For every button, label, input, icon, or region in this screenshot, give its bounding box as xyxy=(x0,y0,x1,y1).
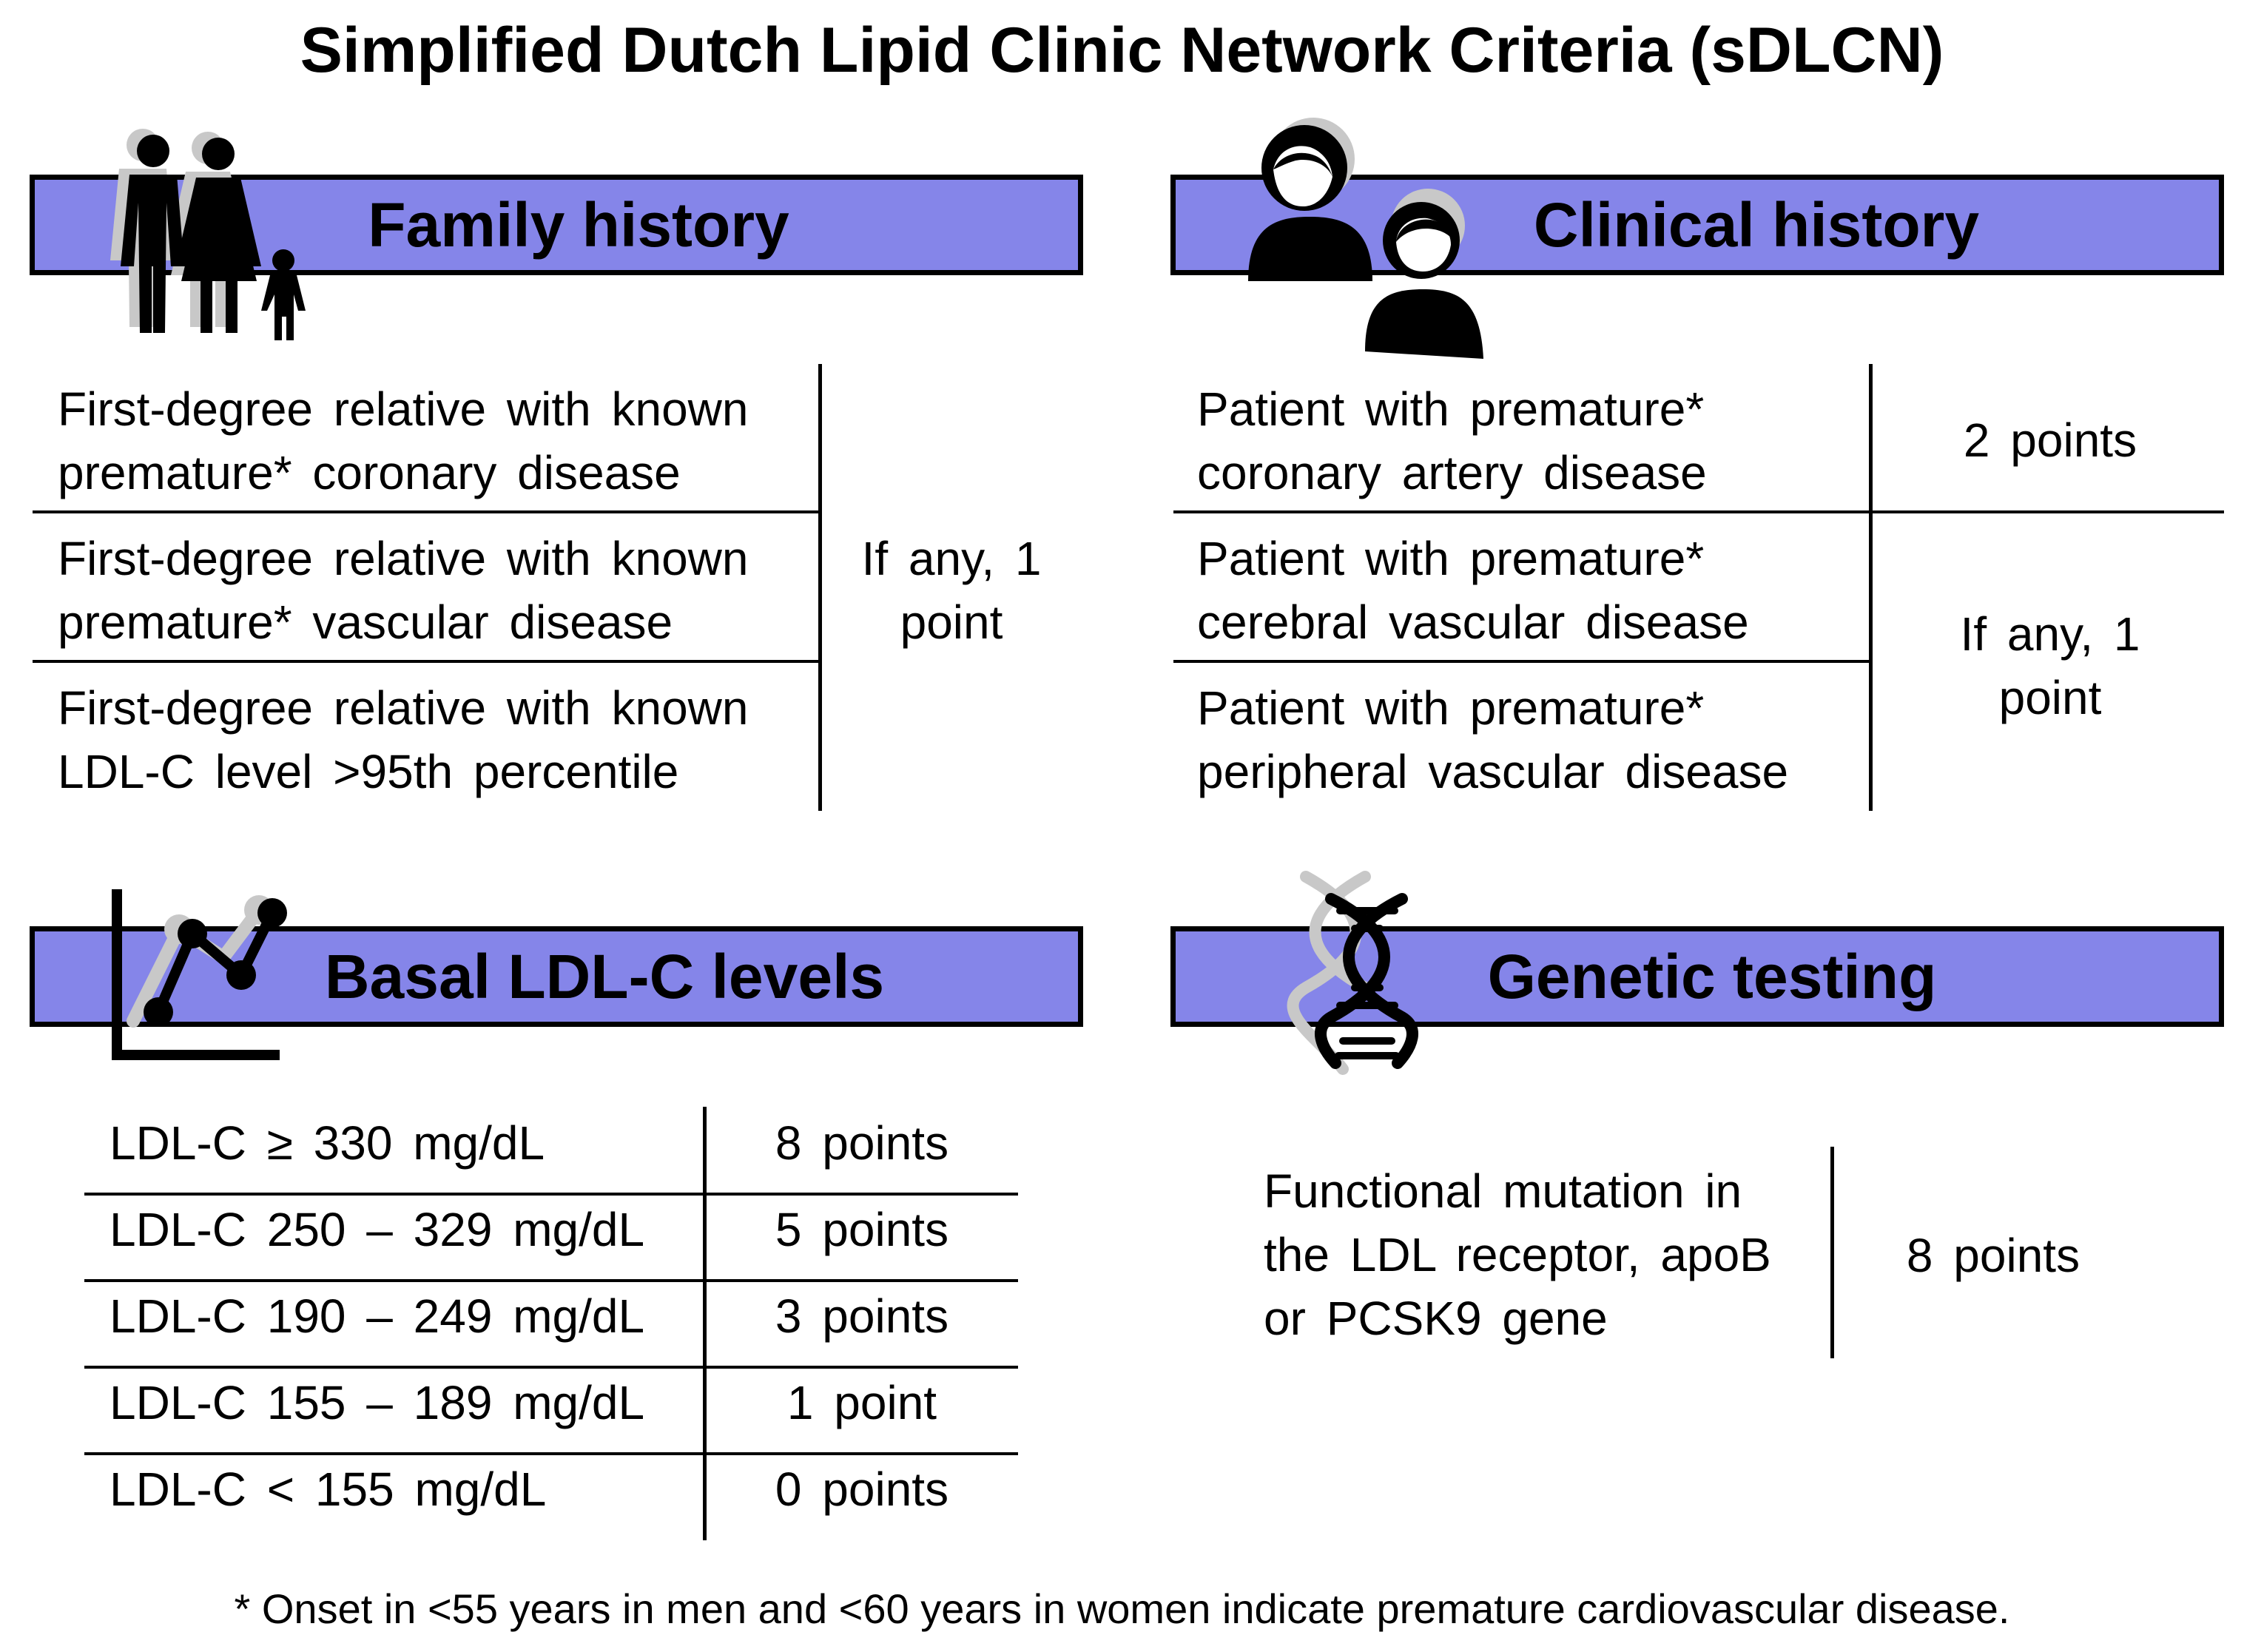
genetic-points: 8 points xyxy=(1906,1229,2080,1282)
clinical-divider-2 xyxy=(1173,660,1872,663)
clinical-divider-1 xyxy=(1173,510,2224,513)
clinical-row-3: Patient with premature* peripheral vascu… xyxy=(1197,676,1878,803)
ldl-row-5-label: LDL-C < 155 mg/dL xyxy=(109,1463,547,1516)
line-chart-icon xyxy=(112,889,287,1060)
family-divider-1 xyxy=(33,510,821,513)
clinical-score-bottom-line-2: point xyxy=(1998,671,2102,724)
dna-icon xyxy=(1287,871,1418,1075)
ldl-divider-4 xyxy=(84,1452,1018,1455)
clinical-row-3-line-2: peripheral vascular disease xyxy=(1197,745,1789,798)
genetic-testing-heading: Genetic testing xyxy=(1487,942,1937,1011)
family-row-1-line-2: premature* coronary disease xyxy=(58,446,681,499)
genetic-description-line-1: Functional mutation in xyxy=(1264,1164,1742,1218)
footnote: * Onset in <55 years in men and <60 year… xyxy=(234,1585,2010,1632)
clinical-column-divider xyxy=(1869,364,1873,811)
clinical-score-top: 2 points xyxy=(1963,414,2137,467)
clinical-row-2: Patient with premature* cerebral vascula… xyxy=(1197,527,1878,654)
genetic-description: Functional mutation in the LDL receptor,… xyxy=(1264,1159,1826,1350)
ldl-column-divider xyxy=(703,1107,707,1540)
ldl-row-3-points: 3 points xyxy=(775,1289,949,1343)
family-row-3-line-1: First-degree relative with known xyxy=(58,681,749,735)
genetic-description-line-2: the LDL receptor, apoB xyxy=(1264,1228,1771,1281)
family-history-heading: Family history xyxy=(368,190,789,260)
clinical-row-3-line-1: Patient with premature* xyxy=(1197,681,1705,735)
ldl-row-4-points: 1 point xyxy=(786,1376,937,1429)
clinical-row-1: Patient with premature* coronary artery … xyxy=(1197,377,1878,505)
family-row-3-line-2: LDL-C level >95th percentile xyxy=(58,745,679,798)
clinical-score-bottom: If any, 1 point xyxy=(1876,602,2224,729)
ldl-row-3-label: LDL-C 190 – 249 mg/dL xyxy=(109,1289,645,1343)
clinical-row-2-line-1: Patient with premature* xyxy=(1197,532,1705,585)
ldl-row-2-points: 5 points xyxy=(775,1203,949,1256)
ldl-divider-2 xyxy=(84,1279,1018,1282)
clinical-history-heading: Clinical history xyxy=(1533,190,1980,260)
family-score-line-2: point xyxy=(900,596,1003,649)
ldl-divider-1 xyxy=(84,1193,1018,1196)
family-row-2-line-2: premature* vascular disease xyxy=(58,596,673,649)
family-row-1: First-degree relative with known prematu… xyxy=(58,377,812,505)
ldl-divider-3 xyxy=(84,1366,1018,1369)
genetic-column-divider xyxy=(1830,1147,1834,1358)
family-score-line-1: If any, 1 xyxy=(861,532,1042,585)
ldl-levels-heading: Basal LDL-C levels xyxy=(324,942,885,1011)
family-row-2-line-1: First-degree relative with known xyxy=(58,532,749,585)
doctor-patient-icon xyxy=(1248,118,1483,359)
family-column-divider xyxy=(818,364,822,811)
ldl-row-5-points: 0 points xyxy=(775,1463,949,1516)
ldl-row-4-label: LDL-C 155 – 189 mg/dL xyxy=(109,1376,645,1429)
clinical-row-2-line-2: cerebral vascular disease xyxy=(1197,596,1749,649)
family-divider-2 xyxy=(33,660,821,663)
ldl-row-2-label: LDL-C 250 – 329 mg/dL xyxy=(109,1203,645,1256)
clinical-row-1-line-1: Patient with premature* xyxy=(1197,382,1705,436)
clinical-score-bottom-line-1: If any, 1 xyxy=(1960,607,2140,661)
genetic-description-line-3: or PCSK9 gene xyxy=(1264,1292,1608,1345)
ldl-row-1-points: 8 points xyxy=(775,1116,949,1170)
family-score: If any, 1 point xyxy=(826,527,1077,654)
genetic-testing-banner: Genetic testing xyxy=(1170,926,2224,1027)
family-row-1-line-1: First-degree relative with known xyxy=(58,382,749,436)
family-row-2: First-degree relative with known prematu… xyxy=(58,527,812,654)
family-icon xyxy=(110,129,306,340)
ldl-row-1-label: LDL-C ≥ 330 mg/dL xyxy=(109,1116,545,1170)
family-row-3: First-degree relative with known LDL-C l… xyxy=(58,676,812,803)
page-title: Simplified Dutch Lipid Clinic Network Cr… xyxy=(300,15,1944,86)
clinical-row-1-line-2: coronary artery disease xyxy=(1197,446,1707,499)
